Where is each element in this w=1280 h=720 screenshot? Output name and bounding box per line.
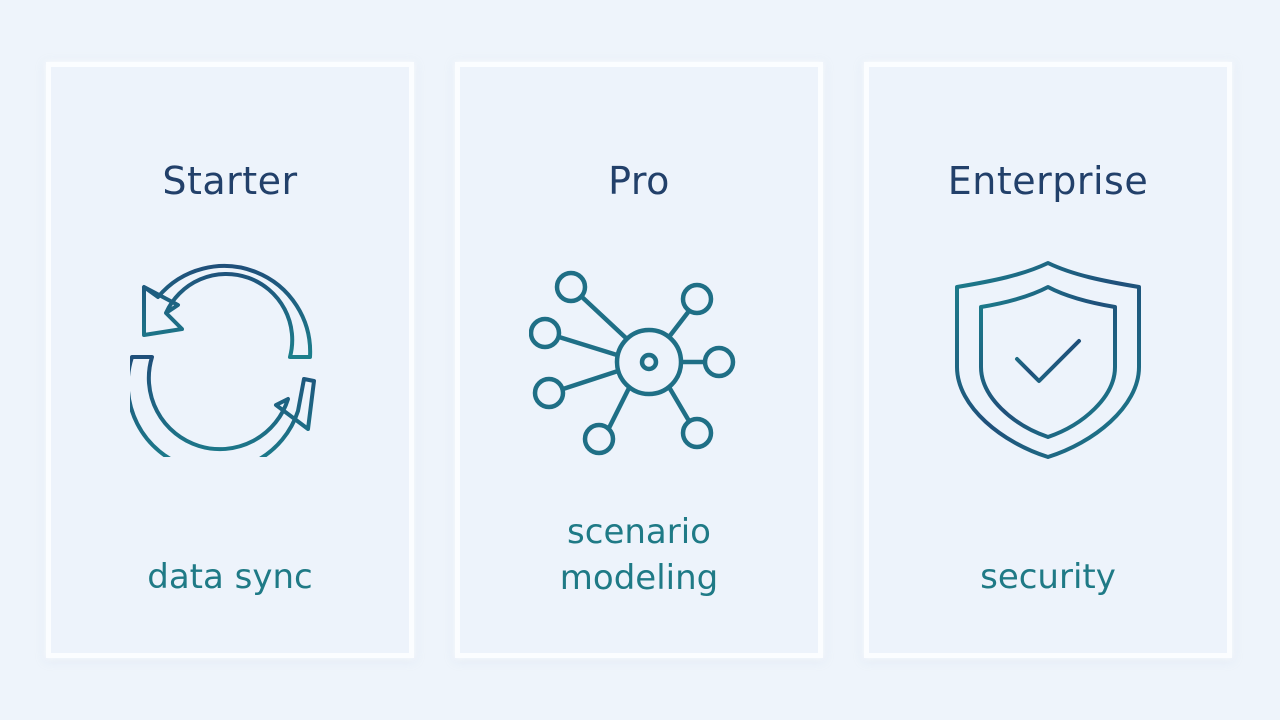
plan-feature-label: scenario modeling [460,509,818,601]
plan-card-enterprise[interactable]: Enterprise security [864,62,1232,658]
plan-card-starter[interactable]: Starter data sync [46,62,414,658]
plan-feature-label-line2: modeling [559,558,719,598]
plan-feature-label-line1: scenario [567,512,711,552]
plan-feature-label: security [980,557,1116,597]
plan-title: Pro [608,159,670,203]
plan-card-pro[interactable]: Pro scenario modeling [455,62,823,658]
plan-title: Starter [162,159,298,203]
shield-check-icon [955,261,1141,459]
network-hub-icon [529,270,736,456]
plan-title: Enterprise [947,159,1149,203]
plan-feature-label: data sync [147,557,313,597]
refresh-icon [130,263,316,457]
